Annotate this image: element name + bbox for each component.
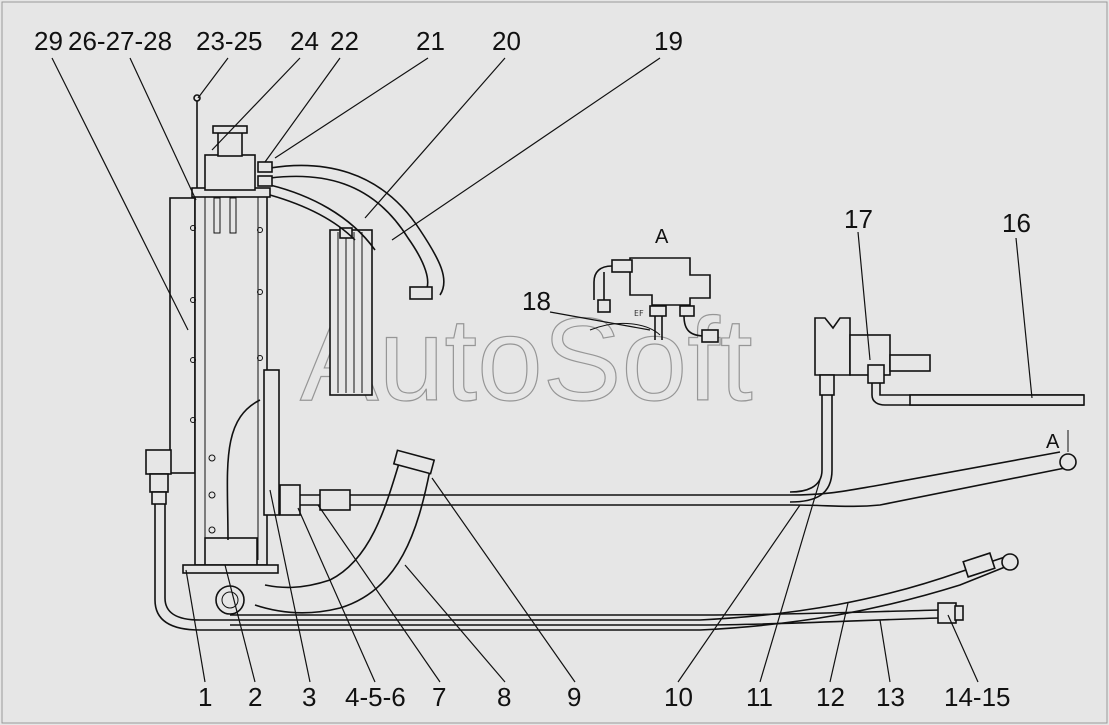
callout-4-5-6: 4-5-6 — [345, 682, 406, 712]
callout-26-27-28: 26-27-28 — [68, 26, 172, 56]
callout-22: 22 — [330, 26, 359, 56]
watermark: AutoSoft — [300, 294, 753, 426]
tank-body — [194, 189, 268, 566]
callout-13: 13 — [876, 682, 905, 712]
callout-3: 3 — [302, 682, 316, 712]
valve-block-view-a: A EF — [589, 226, 719, 343]
callout-9: 9 — [567, 682, 581, 712]
callout-24: 24 — [290, 26, 319, 56]
callout-18: 18 — [522, 286, 551, 316]
leader-lines — [51, 57, 1033, 683]
suction-elbow — [226, 399, 436, 614]
main-pipe-to-a: A — [279, 430, 1077, 516]
callout-17: 17 — [844, 204, 873, 234]
callout-8: 8 — [497, 682, 511, 712]
callout-labels: 29 26-27-28 23-25 24 22 21 20 19 18 17 1… — [34, 26, 1031, 712]
oil-cooler — [329, 227, 373, 396]
section-label-a: A — [1046, 431, 1060, 453]
tank-assembly — [145, 94, 280, 615]
callout-14-15: 14-15 — [944, 682, 1011, 712]
callout-20: 20 — [492, 26, 521, 56]
callout-23-25: 23-25 — [196, 26, 263, 56]
callout-7: 7 — [432, 682, 446, 712]
callout-29: 29 — [34, 26, 63, 56]
callout-11: 11 — [746, 682, 773, 712]
callout-21: 21 — [416, 26, 445, 56]
small-mark: EF — [634, 309, 644, 318]
lower-hoses — [154, 504, 1019, 631]
fitting-17-line-16 — [849, 334, 1085, 406]
upper-hoses — [257, 161, 445, 300]
callout-10: 10 — [664, 682, 693, 712]
tank-bolts — [190, 225, 263, 534]
callout-2: 2 — [248, 682, 262, 712]
callout-12: 12 — [816, 682, 845, 712]
view-label-a: A — [655, 226, 669, 248]
callout-16: 16 — [1002, 208, 1031, 238]
callout-19: 19 — [654, 26, 683, 56]
callout-1: 1 — [198, 682, 212, 712]
riser-hose-11 — [789, 317, 851, 503]
tank-back-plate — [169, 197, 196, 474]
